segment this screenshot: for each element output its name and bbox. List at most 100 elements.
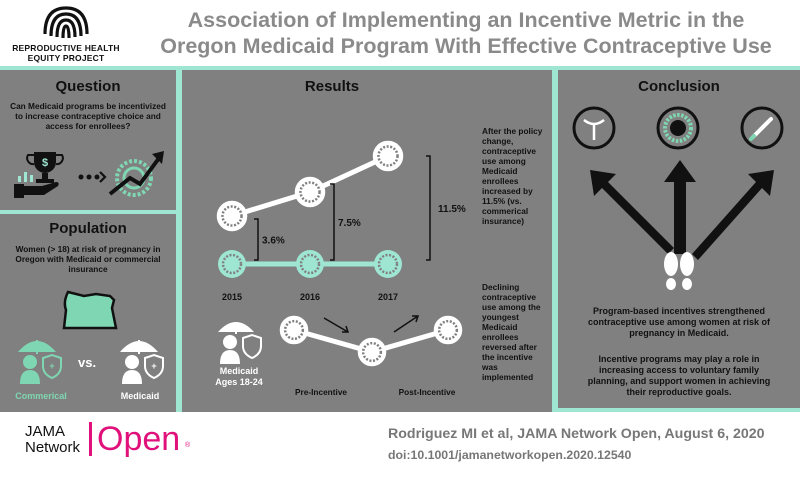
jama-tm: ® — [185, 442, 191, 449]
fingerprint-icon — [43, 6, 89, 39]
jama-divider — [89, 422, 92, 456]
diff-label: 3.6% — [262, 236, 285, 247]
conclusion-text2-line3: planning, and support women in achieving — [587, 376, 771, 386]
results-note2-line: youngest — [482, 312, 519, 322]
logo-line1: REPRODUCTIVE HEALTH — [12, 43, 120, 53]
footprints-icon — [664, 252, 694, 290]
title-line1: Association of Implementing an Incentive… — [187, 8, 745, 32]
results-note2-line: enrollees — [482, 332, 519, 342]
year-label: 2016 — [300, 292, 320, 302]
implant-circle-icon — [740, 106, 784, 150]
results-panel: Results 2015 2016 2017 3.6% 7.5% 11.5% After … — [182, 70, 552, 412]
results-note1-line: change, — [482, 136, 514, 146]
svg-text:$: $ — [42, 157, 48, 169]
post-incentive-label: Post-Incentive — [398, 387, 456, 397]
question-panel: Question Can Medicaid programs be incent… — [0, 70, 176, 210]
young-medicaid-label: Medicaid Ages 18-24 — [208, 366, 270, 388]
conclusion-text2: Incentive programs may play a role in in… — [558, 354, 800, 398]
diff-bracket — [330, 183, 335, 261]
population-text-line2: Oregon with Medicaid or commercial — [15, 254, 161, 264]
results-note2-line: use among the — [482, 302, 541, 312]
vs-label: vs. — [78, 355, 97, 370]
results-note1-line: contraceptive — [482, 146, 536, 156]
header: REPRODUCTIVE HEALTH EQUITY PROJECT Assoc… — [0, 0, 800, 66]
results-note2-line: Declining — [482, 282, 520, 292]
jama-line2: Network — [25, 439, 81, 456]
commercial-point — [218, 250, 246, 278]
question-heading: Question — [55, 78, 121, 95]
conclusion-text1: Program-based incentives strengthened co… — [558, 306, 800, 339]
population-text-line3: insurance — [68, 264, 108, 274]
ring-circle-icon — [656, 106, 700, 150]
conclusion-text2-line1: Incentive programs may play a role in — [598, 354, 760, 364]
population-heading: Population — [49, 220, 127, 237]
footer — [0, 412, 800, 477]
results-note1-line: commerical — [482, 206, 529, 216]
results-note1-line: insurance) — [482, 216, 524, 226]
population-text-line1: Women (> 18) at risk of pregnancy in — [15, 244, 161, 254]
conclusion-heading: Conclusion — [638, 78, 720, 95]
results-note1-line: Medicaid — [482, 166, 518, 176]
commercial-woman-umbrella-icon: + — [18, 340, 62, 384]
logo-line2: EQUITY PROJECT — [27, 53, 105, 63]
year-label: 2015 — [222, 292, 242, 302]
pre-incentive-label: Pre-Incentive — [294, 387, 348, 397]
title-line2: Oregon Medicaid Program With Effective C… — [160, 34, 772, 58]
page-title: Association of Implementing an Incentive… — [132, 7, 800, 59]
diff-bracket — [426, 155, 431, 261]
results-note1-line: After the policy — [482, 126, 543, 136]
year-label: 2017 — [378, 292, 398, 302]
results-note2-line: contraceptive — [482, 292, 536, 302]
svg-text:+: + — [49, 361, 54, 371]
rhep-logo: REPRODUCTIVE HEALTH EQUITY PROJECT — [4, 2, 128, 64]
medicaid-point — [294, 176, 326, 208]
conclusion-text1-line1: Program-based incentives strengthened — [592, 306, 766, 316]
medicaid-label: Medicaid — [120, 391, 160, 401]
results-note2-line: the incentive — [482, 352, 533, 362]
results-chart: 2015 2016 2017 3.6% 7.5% 11.5% — [216, 140, 466, 302]
oregon-map-icon — [62, 290, 118, 330]
conclusion-text1-line2: contraceptive use among women at risk of — [587, 317, 771, 327]
diff-label: 7.5% — [338, 218, 361, 229]
conclusion-text1-line3: pregnancy in Medicaid. — [629, 328, 729, 338]
conclusion-panel: Conclusion Program-based incentives stre… — [558, 70, 800, 408]
jama-line1: JAMA — [25, 423, 66, 440]
diff-label: 11.5% — [438, 204, 466, 215]
trophy-hand-icon: $ — [14, 152, 64, 198]
dots-arrow-icon — [78, 171, 107, 183]
question-text-line2: to increase contraceptive choice and — [15, 111, 161, 121]
population-panel: Population Women (> 18) at risk of pregn… — [0, 214, 176, 412]
doi: doi:10.1001/jamanetworkopen.2020.12540 — [388, 448, 632, 462]
results-note1-line: 11.5% (vs. — [482, 196, 522, 206]
arrows-icon — [590, 160, 774, 260]
up-arrow — [393, 315, 420, 333]
pre-post-point — [357, 337, 387, 367]
question-text-line3: access for enrollees? — [45, 121, 131, 131]
question-text: Can Medicaid programs be incentivized to… — [0, 101, 176, 131]
young-medicaid-label-line2: Ages 18-24 — [215, 377, 263, 387]
results-heading: Results — [304, 78, 360, 95]
commercial-point — [296, 250, 324, 278]
commercial-point — [374, 250, 402, 278]
young-medicaid-woman-icon — [218, 322, 262, 364]
medicaid-point — [372, 140, 404, 172]
young-medicaid-label-line1: Medicaid — [219, 366, 259, 376]
results-note1-line: enrollees — [482, 176, 519, 186]
diff-bracket — [254, 218, 259, 261]
citation: Rodriguez MI et al, JAMA Network Open, A… — [388, 426, 765, 442]
contraceptive-ring-trend-icon — [108, 151, 164, 197]
commercial-label: Commerical — [15, 391, 67, 401]
svg-text:+: + — [151, 361, 156, 371]
pre-post-chart — [279, 315, 463, 367]
iud-circle-icon — [572, 106, 616, 150]
population-text: Women (> 18) at risk of pregnancy in Ore… — [0, 244, 176, 274]
results-note2-line: Medicaid — [482, 322, 518, 332]
results-note1-line: use among — [482, 156, 526, 166]
results-note2-line: was — [482, 362, 498, 372]
conclusion-text2-line2: increasing access to voluntary family — [598, 365, 760, 375]
down-arrow — [323, 317, 350, 333]
results-note1-line: increased by — [482, 186, 533, 196]
pre-post-point — [279, 315, 309, 345]
